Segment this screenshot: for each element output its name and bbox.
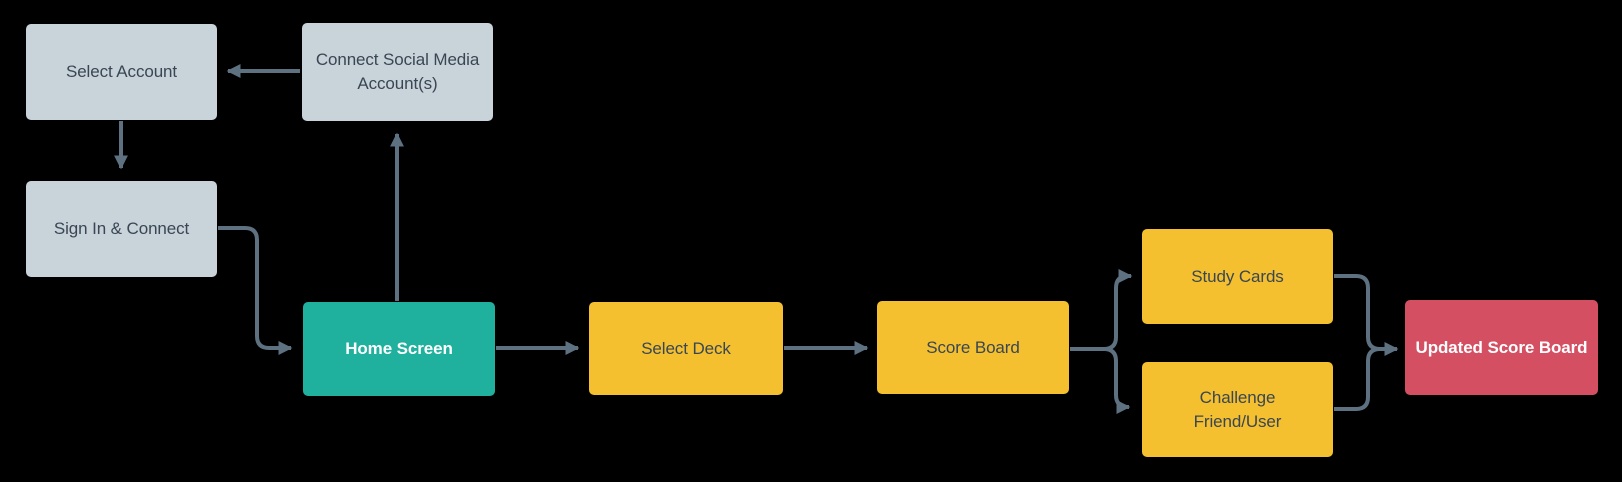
edge-score-board-to-study-cards	[1070, 269, 1133, 351]
edge-sign-in-to-home-screen	[218, 226, 293, 355]
edge-challenge-friend-to-updated-score-board	[1334, 347, 1390, 411]
edge-study-cards-to-updated-score-board	[1334, 274, 1399, 356]
node-sign-in-and-connect: Sign In & Connect	[26, 181, 217, 277]
node-challenge-friend-user: Challenge Friend/User	[1142, 362, 1333, 457]
node-connect-social-media-accounts: Connect Social Media Account(s)	[302, 23, 493, 121]
node-home-screen: Home Screen	[303, 302, 495, 396]
node-updated-score-board: Updated Score Board	[1405, 300, 1598, 395]
node-select-account: Select Account	[26, 24, 217, 120]
node-select-deck: Select Deck	[589, 302, 783, 395]
node-study-cards: Study Cards	[1142, 229, 1333, 324]
edge-score-board-to-challenge-friend	[1070, 347, 1131, 414]
node-score-board: Score Board	[877, 301, 1069, 394]
